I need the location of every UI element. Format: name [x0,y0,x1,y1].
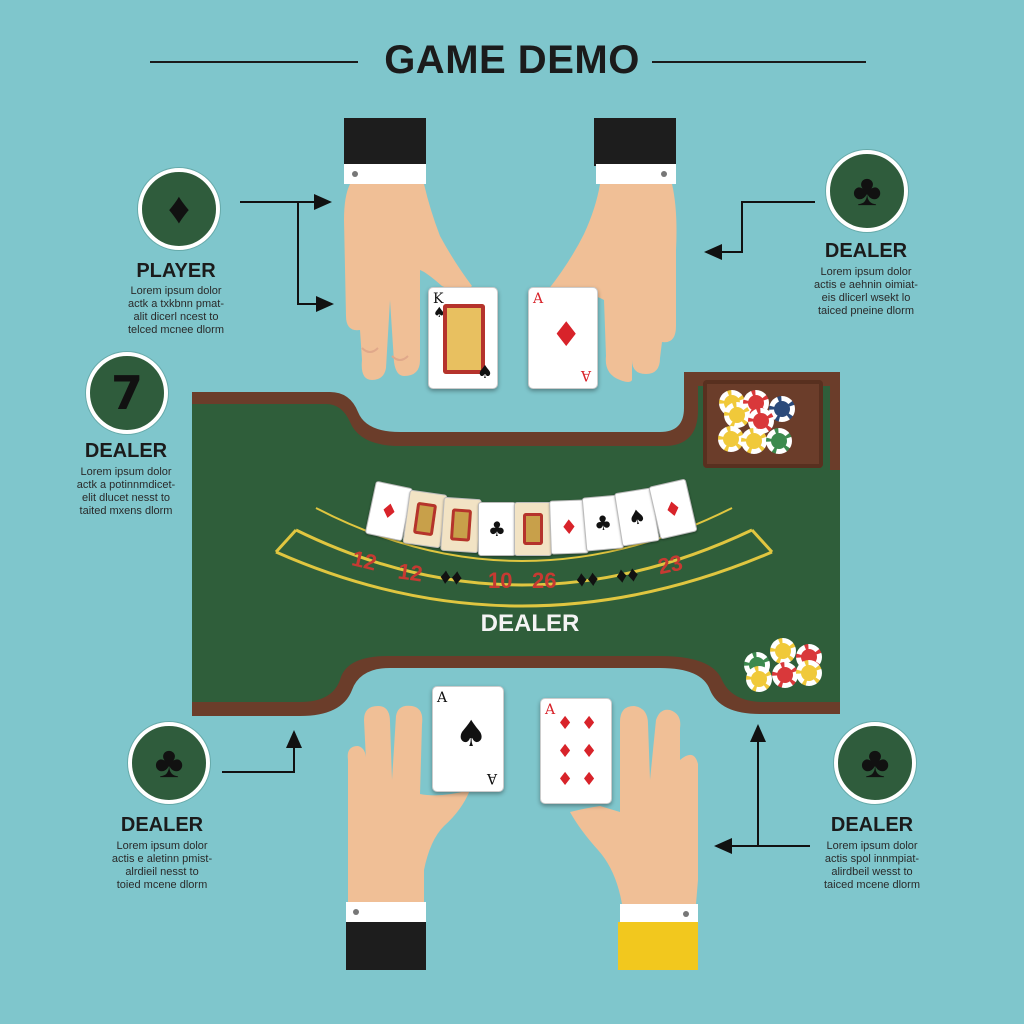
card-suit: ♦ [551,315,582,355]
dealt-card[interactable] [514,502,552,556]
hand-card-king-spades[interactable]: K ♠ ♠ [428,287,498,389]
table-dealer-label: DEALER [480,610,580,637]
card-rank: A [437,690,448,706]
club-icon: ♣ [128,722,210,804]
diamond-icon: ♦ [138,168,220,250]
panel-description: Lorem ipsum dolor actk a txkbnn pmat- al… [128,285,224,336]
card-suit: ♦ [581,713,598,734]
card-suit: ♦ [557,741,574,762]
number-seven-badge: 7 [86,352,168,434]
panel-role-label: DEALER [824,240,908,262]
chip-green[interactable] [766,428,792,454]
panel-role-label: DEALER [120,814,204,836]
bet-spot[interactable]: ♦♦ [614,560,640,589]
hand-card-ace-spades[interactable]: A ♠ A [432,686,504,792]
panel-role-label: DEALER [84,440,168,462]
card-suit: ♠ [455,714,488,755]
title-rule-left [150,61,358,63]
card-rank: A [533,291,544,307]
connector-arrows [222,194,815,854]
title-rule-right [652,61,866,63]
hand-bottom-right [570,706,698,970]
card-rank-bottom: A [486,770,497,786]
card-rank-bottom: A [580,367,591,383]
panel-role-label: PLAYER [136,260,216,282]
dealt-card[interactable] [440,496,482,554]
hand-top-right [548,118,677,382]
hand-card-ace-diamonds[interactable]: A ♦ A [528,287,598,389]
club-icon: ♣ [826,150,908,232]
hand-top-left [344,118,472,380]
card-rank: K [433,291,444,307]
card-suit: ♦ [581,741,598,762]
bet-spot[interactable]: 26 [532,568,557,593]
bet-spot[interactable]: 23 [655,549,685,580]
card-suit: ♦ [557,769,574,790]
chip-yellow[interactable] [770,638,796,664]
panel-description: Lorem ipsum dolor actis spol innmpiat- a… [824,840,920,891]
chip-yellow[interactable] [746,666,772,692]
bet-spot[interactable]: ♦♦ [575,565,600,592]
bet-spot[interactable]: 10 [488,568,513,593]
card-suit-bottom: ♠ [476,362,493,383]
card-rank: A [545,702,556,718]
chip-yellow[interactable] [741,428,767,454]
page-title: GAME DEMO [384,38,640,82]
club-icon: ♣ [834,722,916,804]
chip-yellow[interactable] [796,660,822,686]
panel-description: Lorem ipsum dolor actis e aehnin oimiat-… [814,266,918,317]
panel-role-label: DEALER [830,814,914,836]
bet-spot[interactable]: 12 [396,558,425,587]
dealt-card[interactable]: ♣ [478,502,516,556]
card-suit: ♦ [581,769,598,790]
panel-description: Lorem ipsum dolor actis e aletinn pmist-… [111,840,213,891]
card-suit: ♠ [433,305,446,321]
hand-card-ace-diamonds-multi[interactable]: A ♦ ♦ ♦ ♦ ♦ ♦ [540,698,612,804]
king-portrait [443,304,485,374]
chip-red[interactable] [772,662,798,688]
panel-description: Lorem ipsum dolor actk a potinnmdicet- e… [76,466,176,517]
chip-yellow[interactable] [718,426,744,452]
card-suit: ♦ [557,713,574,734]
bet-spot[interactable]: ♦♦ [439,563,464,590]
chip-yellow[interactable] [724,402,750,428]
hand-bottom-left [346,705,470,970]
chip-navy[interactable] [769,396,795,422]
